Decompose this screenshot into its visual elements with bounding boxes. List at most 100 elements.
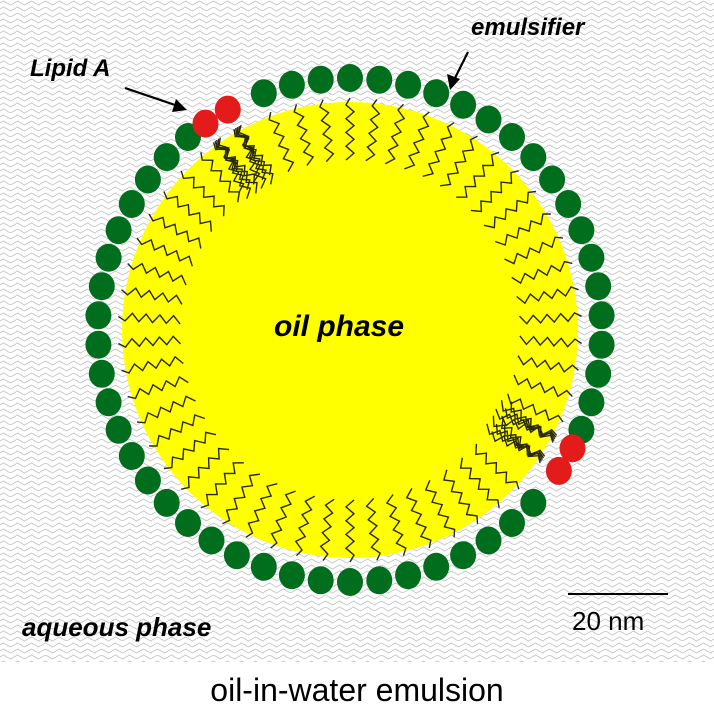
emulsifier-head (366, 65, 393, 94)
emulsifier-head (250, 552, 277, 581)
emulsifier-head (475, 105, 502, 134)
emulsifier-head (307, 566, 334, 595)
emulsifier-tail (127, 375, 189, 400)
emulsifier-tail (440, 135, 478, 187)
lipid-a-head (559, 434, 586, 463)
emulsifier-tail (136, 395, 196, 424)
emulsifier-tail (163, 431, 217, 470)
emulsifier-head (198, 526, 225, 555)
emulsifier-head (539, 165, 566, 194)
emulsifier-head (85, 301, 112, 330)
emulsifier-head (250, 79, 277, 108)
emulsifier-head (520, 488, 547, 517)
emulsifier-head (278, 70, 305, 99)
emulsifier-head (450, 541, 477, 570)
emulsifier-head (585, 359, 612, 388)
emulsifier-tail (200, 462, 244, 509)
emulsifier-tail (200, 152, 241, 203)
emulsifier-tail (365, 99, 381, 162)
emulsifier-tail (385, 494, 407, 556)
lipid-a-tail (500, 400, 555, 442)
lipid-a-tail (510, 401, 554, 443)
lipid-a-tail (495, 408, 557, 438)
emulsifier-head (153, 143, 180, 172)
emulsifier-head (153, 488, 180, 517)
emulsifier-head (588, 330, 615, 359)
caption-background (0, 662, 714, 712)
emulsifier-head (88, 272, 115, 301)
emulsifier-tail (422, 122, 455, 177)
emulsifier-head (105, 216, 132, 245)
emulsifier-head (520, 143, 547, 172)
emulsifier-tail (127, 262, 187, 286)
emulsifier-tail (516, 286, 579, 305)
emulsifier-head (337, 64, 363, 92)
emulsifier-tail (121, 287, 183, 305)
emulsifier-tail (294, 495, 316, 557)
surfactant-tails (118, 97, 582, 563)
lipid-a-arrowhead (172, 99, 187, 112)
emulsifier-head (134, 466, 161, 495)
emulsifier-tail (319, 498, 335, 561)
lipid-a-tail (238, 124, 261, 183)
lipid-a-tail (235, 128, 274, 185)
emulsifier-heads (85, 64, 615, 596)
lipid-a-head (545, 456, 572, 485)
emulsifier-tail (470, 170, 519, 213)
lipid-a-arrow (124, 86, 179, 108)
emulsifier-head (134, 165, 161, 194)
emulsifier-tail (270, 490, 296, 549)
emulsifier-tail (518, 312, 582, 325)
emulsifier-tail (384, 103, 406, 165)
emulsifier-head (499, 123, 525, 151)
emulsifier-tail (365, 497, 381, 561)
emulsifier-head (307, 65, 334, 94)
scale-bar-label: 20 nm (572, 606, 645, 636)
aqueous-phase-label: aqueous phase (22, 612, 212, 642)
lipid-a-tail (214, 140, 258, 194)
emulsifier-head (366, 566, 393, 595)
emulsifier-tail (504, 236, 564, 265)
emulsifier-tail (268, 111, 295, 172)
emulsifier-tail (118, 312, 181, 325)
emulsifier-head (95, 388, 122, 417)
emulsifier-tail (118, 335, 182, 348)
emulsifier-tail (513, 374, 573, 398)
lipid-a-tail (237, 126, 267, 189)
emulsifier-tail (121, 355, 184, 374)
emulsifier-head (88, 359, 115, 388)
emulsifier-head (395, 70, 422, 99)
emulsifier-head (588, 301, 615, 330)
oil-phase-core (122, 102, 578, 558)
emulsifier-head (105, 415, 132, 444)
emulsifier-tail (136, 237, 193, 267)
emulsifier-head (578, 388, 605, 417)
emulsifier-tail (405, 488, 432, 549)
emulsifier-head (423, 552, 450, 581)
lipid-a-tail (500, 418, 541, 464)
emulsifier-tail (181, 447, 230, 490)
lipid-a-head (214, 95, 241, 124)
oil-phase-label: oil phase (274, 310, 405, 343)
emulsifier-head (423, 79, 450, 108)
emulsifier-tail (163, 191, 212, 232)
emulsifier-tail (517, 355, 579, 373)
emulsifier-head (578, 243, 605, 272)
emulsifier-head (337, 568, 363, 596)
emulsifier-tail (456, 151, 500, 198)
lipid-a-label: Lipid A (30, 55, 111, 82)
emulsifier-head (85, 330, 112, 359)
lipid-a-tail (218, 137, 245, 194)
emulsifier-arrowhead (447, 74, 460, 90)
lipid-a-tail (486, 423, 545, 459)
lipid-a-tails (212, 124, 558, 464)
emulsifier-tail (443, 469, 479, 524)
lipid-a-tail (492, 415, 542, 462)
emulsifier-label: emulsifier (471, 14, 585, 41)
emulsifier-head (223, 541, 250, 570)
emulsifier-head (475, 526, 502, 555)
emulsifier-tail (293, 104, 315, 166)
diagram-caption: oil-in-water emulsion (210, 672, 504, 708)
